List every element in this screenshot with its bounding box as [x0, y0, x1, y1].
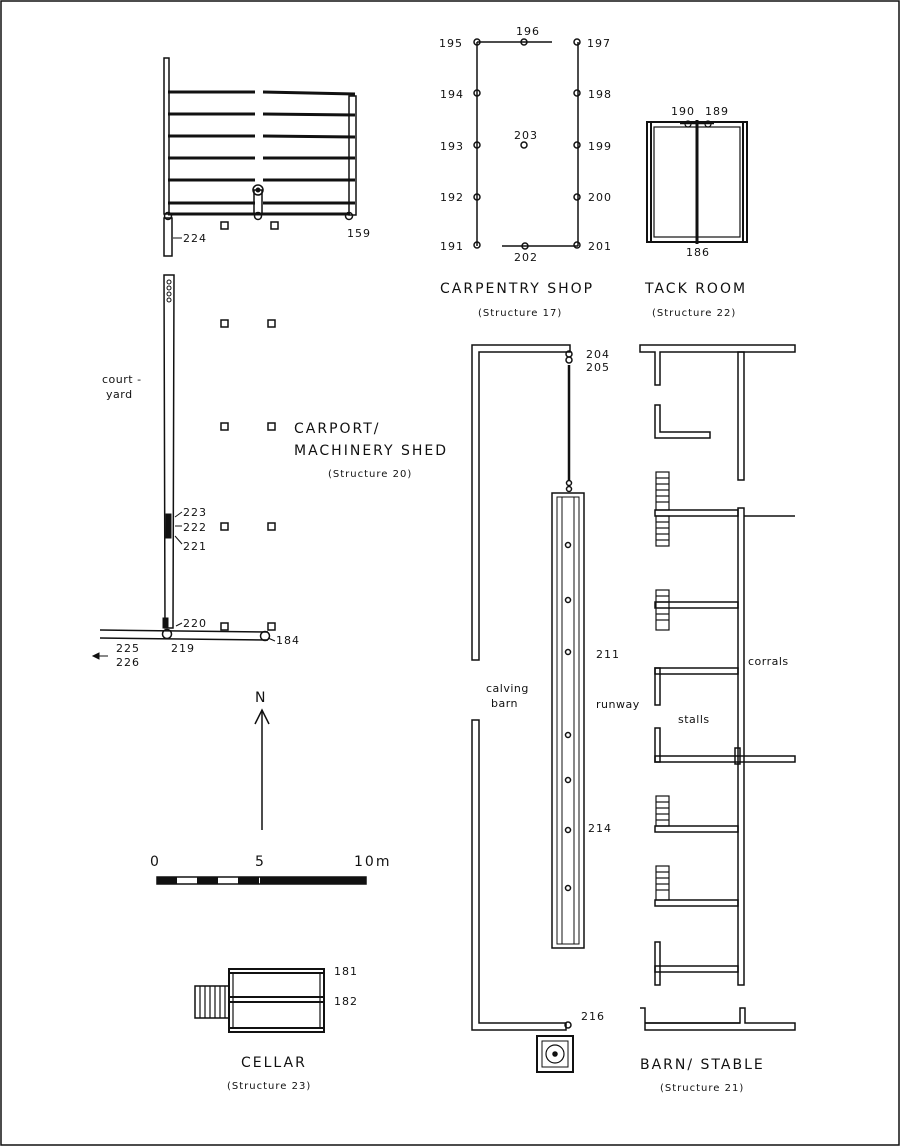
cellar-subtitle: (Structure 23)	[227, 1081, 311, 1092]
post-label-202: 202	[514, 251, 538, 264]
runway-label: runway	[596, 698, 640, 711]
post-label-197: 197	[587, 37, 611, 50]
carpentry-shop-structure	[473, 38, 581, 250]
post-label-226: 226	[116, 656, 140, 669]
scale-label-10m: 10m	[354, 854, 391, 870]
corrals-label: corrals	[748, 655, 789, 668]
north-arrow-label: N	[255, 690, 267, 706]
post-label-204: 204	[586, 348, 610, 361]
barn-stable-subtitle: (Structure 21)	[660, 1083, 744, 1094]
carpentry-shop-subtitle: (Structure 17)	[478, 308, 562, 319]
post-label-192: 192	[440, 191, 464, 204]
carport-subtitle: (Structure 20)	[328, 469, 412, 480]
post-label-194: 194	[440, 88, 464, 101]
post-label-216: 216	[581, 1010, 605, 1023]
post-label-211: 211	[596, 648, 620, 661]
barn-stable-structure	[471, 344, 796, 1073]
carport-title-line2: MACHINERY SHED	[294, 443, 448, 459]
post-label-181: 181	[334, 965, 358, 978]
post-label-222: 222	[183, 521, 207, 534]
post-label-186: 186	[686, 246, 710, 259]
post-label-182: 182	[334, 995, 358, 1008]
post-label-219: 219	[171, 642, 195, 655]
post-label-205: 205	[586, 361, 610, 374]
tack-room-subtitle: (Structure 22)	[652, 308, 736, 319]
post-label-224: 224	[183, 232, 207, 245]
scale-label-0: 0	[150, 854, 161, 870]
courtyard-label-line1: court -	[102, 373, 142, 386]
post-label-159: 159	[347, 227, 371, 240]
cellar-structure	[194, 968, 325, 1033]
tack-room-title: TACK ROOM	[644, 281, 747, 297]
post-label-193: 193	[440, 140, 464, 153]
post-label-190: 190	[671, 105, 695, 118]
scale-bar	[156, 876, 367, 885]
post-label-214: 214	[588, 822, 612, 835]
post-label-191: 191	[440, 240, 464, 253]
post-label-196: 196	[516, 25, 540, 38]
post-label-198: 198	[588, 88, 612, 101]
post-label-201: 201	[588, 240, 612, 253]
post-label-220: 220	[183, 617, 207, 630]
courtyard-label-line2: yard	[106, 388, 133, 401]
post-label-225: 225	[116, 642, 140, 655]
calving-barn-label-line1: calving	[486, 682, 529, 695]
carport-title-line1: CARPORT/	[294, 421, 381, 437]
stall-mangers	[655, 471, 670, 901]
post-label-203: 203	[514, 129, 538, 142]
post-label-223: 223	[183, 506, 207, 519]
post-label-195: 195	[439, 37, 463, 50]
post-label-221: 221	[183, 540, 207, 553]
post-label-200: 200	[588, 191, 612, 204]
tack-room-structure	[646, 120, 748, 244]
carport-structure	[91, 57, 357, 660]
post-label-184: 184	[276, 634, 300, 647]
stalls-label: stalls	[678, 713, 710, 726]
scale-label-5: 5	[255, 854, 266, 870]
calving-barn-label-line2: barn	[491, 697, 518, 710]
post-label-199: 199	[588, 140, 612, 153]
carpentry-shop-title: CARPENTRY SHOP	[440, 281, 594, 297]
cellar-title: CELLAR	[241, 1055, 307, 1071]
barn-stable-title: BARN/ STABLE	[640, 1057, 765, 1073]
north-arrow	[254, 708, 270, 830]
post-label-189: 189	[705, 105, 729, 118]
